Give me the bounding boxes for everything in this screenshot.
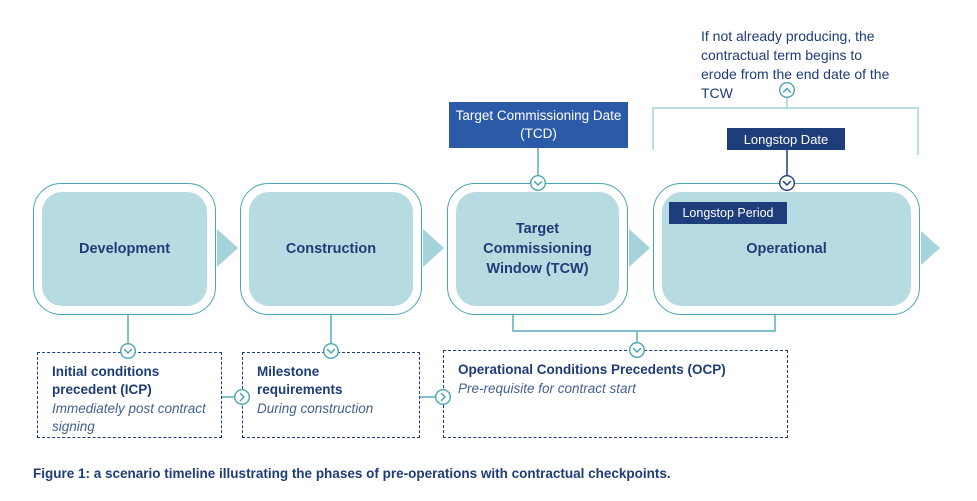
tcw-operational-to-ocp-bracket	[512, 315, 776, 332]
phase-box-development: Development	[33, 183, 216, 315]
phase-label-operational: Operational	[746, 241, 827, 257]
phase-label-development: Development	[78, 241, 171, 257]
target-commissioning-date-tag: Target Commissioning Date (TCD)	[449, 102, 628, 148]
checkpoint-box-icp: Initial conditions precedent (ICP) Immed…	[37, 352, 222, 438]
checkpoint-icp-subtitle: Immediately post contract signing	[52, 401, 206, 434]
arrow-development-construction	[217, 229, 238, 267]
checkpoint-box-ocp: Operational Conditions Precedents (OCP) …	[443, 350, 788, 438]
checkpoint-ocp-subtitle: Pre-requisite for contract start	[458, 381, 636, 396]
phase-label-construction: Construction	[285, 241, 377, 257]
checkpoint-icp-title: Initial conditions precedent (ICP)	[52, 364, 160, 397]
checkpoint-milestone-title: Milestone requirements	[257, 364, 343, 397]
longstop-date-tag: Longstop Date	[727, 128, 845, 150]
phase-box-development-fill: Development	[42, 192, 207, 306]
phase-box-operational: Operational Longstop Period	[653, 183, 920, 315]
phase-box-construction-fill: Construction	[249, 192, 413, 306]
phase-box-tcw-fill: Target Commissioning Window (TCW)	[456, 192, 619, 306]
erode-annotation-text: If not already producing, the contractua…	[701, 28, 890, 101]
arrow-operational-forward	[921, 231, 940, 265]
checkpoint-milestone-subtitle: During construction	[257, 401, 374, 416]
arrow-tcw-operational	[629, 229, 650, 267]
phase-box-tcw: Target Commissioning Window (TCW)	[447, 183, 628, 315]
longstop-period-tag: Longstop Period	[669, 202, 787, 224]
arrow-construction-tcw	[423, 229, 444, 267]
checkpoint-box-milestone: Milestone requirements During constructi…	[242, 352, 420, 438]
checkpoint-ocp-title: Operational Conditions Precedents (OCP)	[458, 362, 726, 377]
figure-caption: Figure 1: a scenario timeline illustrati…	[33, 466, 671, 481]
phase-box-construction: Construction	[240, 183, 422, 315]
phase-label-tcw: Target Commissioning Window (TCW)	[483, 221, 592, 277]
